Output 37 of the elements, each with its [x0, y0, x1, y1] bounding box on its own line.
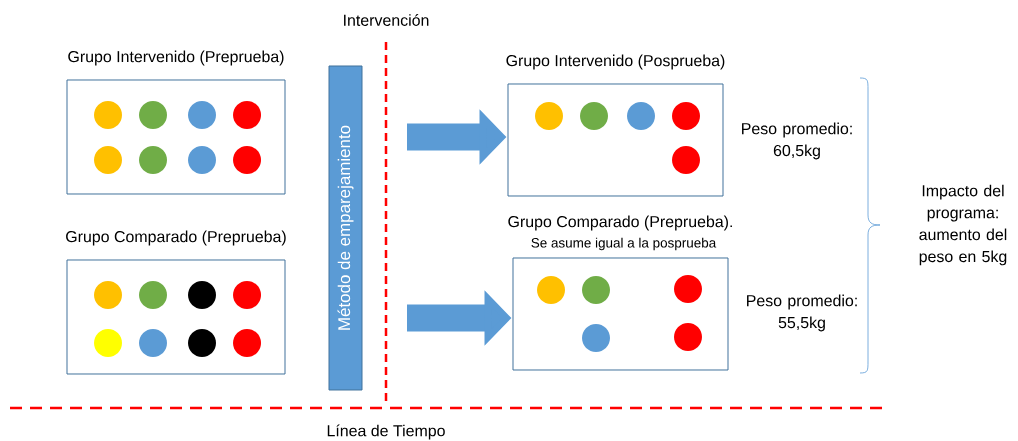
dot [139, 281, 167, 309]
dot [582, 276, 610, 304]
dot [233, 146, 261, 174]
group-heading: Grupo Comparado (Preprueba) [66, 230, 286, 246]
dot [233, 281, 261, 309]
dot [94, 101, 122, 129]
dot [674, 323, 702, 351]
dot [188, 146, 216, 174]
dot [672, 102, 700, 130]
dot [627, 102, 655, 130]
dot [188, 329, 216, 357]
dot [233, 329, 261, 357]
dot [535, 102, 563, 130]
matching-bar: Método de emparejamiento [328, 65, 363, 391]
label: Línea de Tiempo [327, 424, 445, 440]
dot [139, 146, 167, 174]
dot [537, 276, 565, 304]
dot [188, 101, 216, 129]
dot [674, 275, 702, 303]
group-heading: Grupo Comparado (Preprueba). [508, 215, 732, 231]
dot [94, 281, 122, 309]
group-heading: Grupo Intervenido (Preprueba) [68, 50, 284, 66]
dot [580, 102, 608, 130]
dot [582, 324, 610, 352]
dot [188, 281, 216, 309]
group-heading: Grupo Intervenido (Posprueba) [506, 54, 725, 70]
weight-note: Peso promedio: 60,5kg [742, 122, 852, 160]
dot [94, 146, 122, 174]
group-note: Se asume igual a la posprueba [531, 237, 717, 251]
label: Impacto del programa: aumento del peso en 5kg [919, 184, 1007, 266]
dot [672, 146, 700, 174]
dot [139, 101, 167, 129]
dot [94, 329, 122, 357]
weight-note: Peso promedio: 55,5kg [747, 294, 857, 332]
dot [139, 329, 167, 357]
dot [233, 101, 261, 129]
label: Intervención [344, 14, 429, 26]
